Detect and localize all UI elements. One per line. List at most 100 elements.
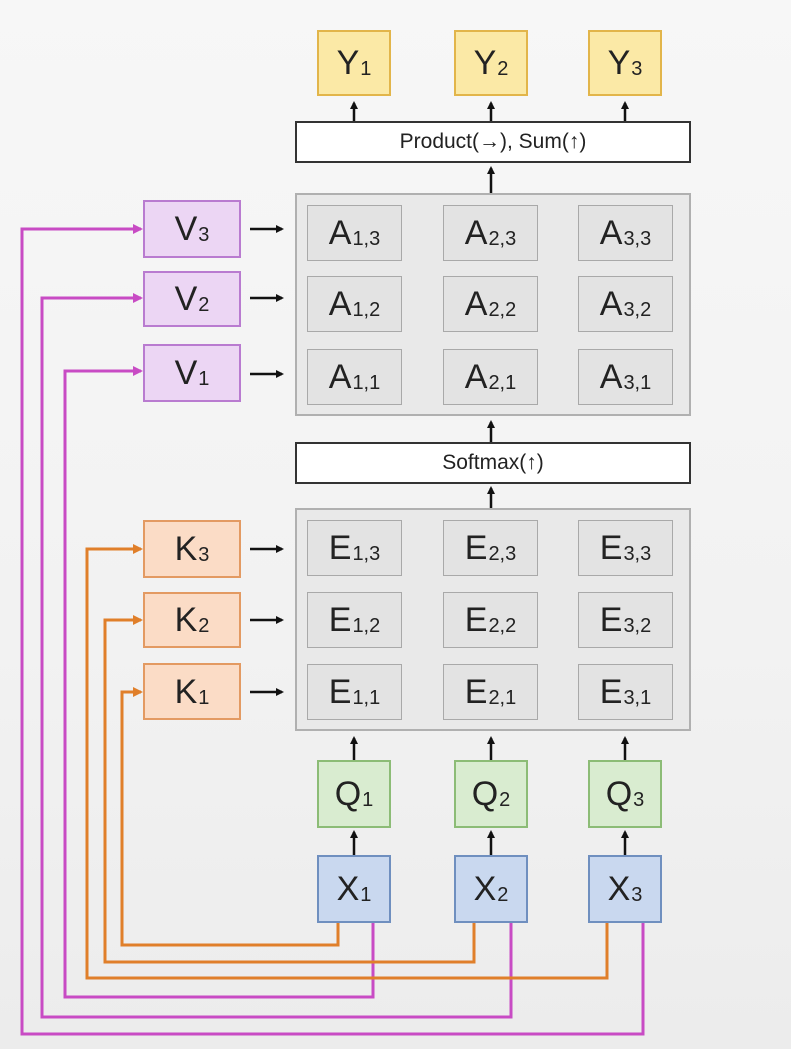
output-y1-sub: 1	[360, 58, 372, 80]
cell-base: A	[328, 285, 352, 323]
input-sub: 1	[360, 884, 372, 906]
key-base: K	[174, 530, 198, 568]
cell-base: E	[328, 601, 352, 639]
cell-base: A	[599, 285, 623, 323]
key-base: K	[174, 672, 198, 711]
value-base: V	[174, 210, 198, 248]
wire-x3-to-k3	[85, 544, 609, 980]
cell-sub: 2,1	[488, 372, 517, 394]
cell-base: A	[599, 358, 623, 396]
input-base: X	[473, 870, 497, 908]
output-y3-base: Y	[607, 44, 631, 82]
cell-sub: 2,1	[488, 687, 517, 709]
value-base: V	[174, 354, 198, 392]
cell-sub: 2,2	[488, 299, 517, 321]
product-sum-op: Product(→), Sum(↑)	[295, 121, 691, 163]
cell-sub: 3,2	[623, 299, 652, 321]
key-sub: 2	[198, 615, 210, 637]
query-base: Q	[334, 775, 362, 813]
wire-x1-to-v1	[63, 366, 375, 999]
cell-base: E	[599, 529, 623, 567]
cell-sub: 1,1	[352, 687, 381, 709]
cell-sub: 1,3	[352, 228, 381, 250]
cell-sub: 1,2	[352, 299, 381, 321]
value-sub: 2	[198, 294, 210, 316]
input-sub: 2	[497, 884, 509, 906]
input-base: X	[607, 870, 631, 908]
input-sub: 3	[631, 884, 643, 906]
cell-sub: 3,1	[623, 372, 652, 394]
cell-base: E	[599, 673, 623, 711]
output-y2-base: Y	[473, 44, 497, 82]
cell-base: A	[464, 285, 488, 323]
cell-sub: 3,2	[623, 615, 652, 637]
cell-sub: 3,3	[623, 543, 652, 565]
cell-base: A	[328, 214, 352, 252]
cell-base: A	[328, 358, 352, 396]
query-sub: 1	[362, 789, 374, 811]
cell-base: A	[464, 214, 488, 252]
cell-sub: 2,3	[488, 543, 517, 565]
query-sub: 2	[499, 789, 511, 811]
key-sub: 1	[198, 686, 210, 709]
query-base: Q	[471, 775, 499, 813]
wire-x2-to-v2	[40, 293, 513, 1019]
cell-base: E	[464, 529, 488, 567]
query-base: Q	[605, 775, 633, 813]
softmax-label: Softmax(↑)	[442, 451, 544, 474]
input-base: X	[336, 870, 360, 908]
cell-sub: 2,2	[488, 615, 517, 637]
output-y1-base: Y	[336, 44, 360, 82]
cell-base: E	[328, 529, 352, 567]
cell-sub: 1,2	[352, 615, 381, 637]
wire-x3-to-v3	[20, 224, 645, 1036]
cell-base: A	[599, 214, 623, 252]
cell-sub: 3,3	[623, 228, 652, 250]
wire-x2-to-k2	[103, 615, 476, 964]
output-y2-sub: 2	[497, 58, 509, 80]
output-y3-sub: 3	[631, 58, 643, 80]
cell-base: A	[464, 358, 488, 396]
cell-sub: 2,3	[488, 228, 517, 250]
cell-sub: 1,1	[352, 372, 381, 394]
cell-sub: 3,1	[623, 687, 652, 709]
key-sub: 3	[198, 544, 210, 566]
cell-base: E	[464, 601, 488, 639]
value-base: V	[174, 280, 198, 318]
cell-sub: 1,3	[352, 543, 381, 565]
softmax-op: Softmax(↑)	[295, 442, 691, 484]
